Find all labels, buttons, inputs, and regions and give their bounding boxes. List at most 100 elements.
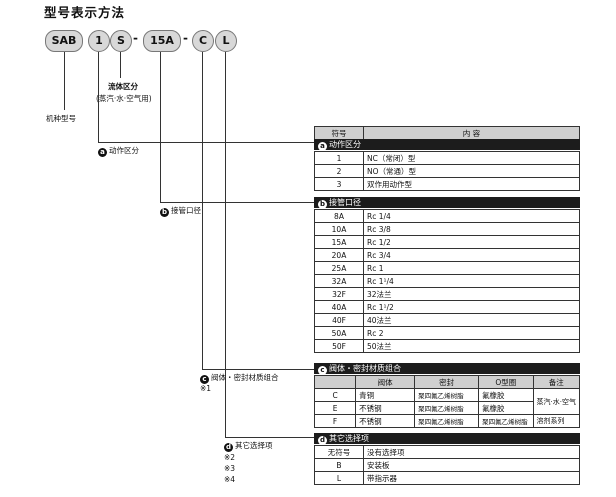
badge-a-icon: a	[318, 142, 327, 151]
cell-body: 青铜	[355, 388, 416, 402]
code-part-model: SAB	[45, 30, 83, 52]
cell-content: 带指示器	[363, 471, 580, 485]
cell-symbol: 50A	[314, 326, 364, 340]
connector-line	[225, 437, 314, 438]
badge-c-icon: c	[200, 375, 209, 384]
table-row: 无符号没有选择项	[314, 445, 580, 459]
cell-seal: 聚四氟乙烯树脂	[414, 414, 480, 428]
cell-symbol: 40A	[314, 300, 364, 314]
code-part-material: C	[192, 30, 214, 52]
cell-symbol: 无符号	[314, 445, 364, 459]
label-b-text: 接管口径	[171, 206, 201, 215]
connector-line	[160, 202, 314, 203]
cell-content: Rc 3/8	[363, 222, 580, 236]
code-part-fluid: S	[110, 30, 132, 52]
cell-symbol: 50F	[314, 339, 364, 353]
cell-content: 50法兰	[363, 339, 580, 353]
badge-b-icon: b	[160, 208, 169, 217]
cell-content: Rc 1¹/2	[363, 300, 580, 314]
note-d: ※4	[224, 475, 236, 484]
cell-symbol: 3	[314, 177, 364, 191]
connector-line	[160, 52, 161, 202]
section-b-title: 接管口径	[329, 198, 361, 207]
badge-d-icon: d	[318, 436, 327, 445]
cell-oring: 聚四氟乙烯树脂	[478, 414, 534, 428]
cell-content: Rc 2	[363, 326, 580, 340]
fluid-sub-label: (蒸汽·水·空气用)	[96, 94, 152, 103]
cell-body: 不锈钢	[355, 414, 416, 428]
cell-symbol: 1	[314, 151, 364, 165]
cell-note: 溶剂系列	[532, 414, 581, 428]
page-title: 型号表示方法	[44, 5, 126, 20]
code-dash: -	[133, 31, 138, 45]
badge-c-icon: c	[318, 366, 327, 375]
cell-content: Rc 1/2	[363, 235, 580, 249]
cell-content: 双作用动作型	[363, 177, 580, 191]
model-code-label: 机种型号	[46, 114, 76, 123]
code-dash: -	[183, 31, 188, 45]
header-oring: O型圈	[478, 375, 534, 389]
header-blank	[313, 375, 357, 389]
header-seal: 密封	[414, 375, 480, 389]
cell-body: 不锈钢	[355, 401, 416, 415]
cell-content: 32法兰	[363, 287, 580, 301]
cell-symbol: 15A	[314, 235, 364, 249]
header-symbol: 符号	[314, 126, 364, 140]
cell-content: 没有选择项	[363, 445, 580, 459]
connector-line	[202, 369, 314, 370]
code-part-action: 1	[88, 30, 110, 52]
cell-symbol: 2	[314, 164, 364, 178]
cell-seal: 聚四氟乙烯树脂	[414, 388, 480, 402]
cell-note: 蒸汽·水·空气	[532, 388, 581, 415]
badge-b-icon: b	[318, 200, 327, 209]
table-row: F 不锈钢 聚四氟乙烯树脂 聚四氟乙烯树脂 溶剂系列	[313, 414, 581, 428]
connector-line	[98, 142, 314, 143]
cell-oring: 氟橡胶	[478, 401, 534, 415]
connector-line	[64, 52, 65, 110]
badge-a-icon: a	[98, 148, 107, 157]
table-row: E 不锈钢 聚四氟乙烯树脂 氟橡胶	[313, 401, 580, 415]
cell-content: Rc 3/4	[363, 248, 580, 262]
header-body: 阀体	[355, 375, 416, 389]
label-c-text: 阀体・密封材质组合	[211, 373, 279, 382]
cell-content: 安装板	[363, 458, 580, 472]
code-part-size: 15A	[143, 30, 181, 52]
note-d: ※3	[224, 464, 236, 473]
cell-symbol: E	[313, 401, 357, 415]
cell-symbol: 32F	[314, 287, 364, 301]
fluid-label: 流体区分	[108, 82, 138, 91]
section-d-title: 其它选择项	[329, 434, 369, 443]
connector-line	[202, 52, 203, 369]
header-note: 备注	[532, 375, 581, 389]
cell-content: NC（常闭）型	[363, 151, 580, 165]
header-content: 内 容	[363, 126, 580, 140]
cell-symbol: 20A	[314, 248, 364, 262]
cell-oring: 氟橡胶	[478, 388, 534, 402]
cell-symbol: 40F	[314, 313, 364, 327]
badge-d-icon: d	[224, 443, 233, 452]
cell-symbol: 32A	[314, 274, 364, 288]
table-header: 符号 内 容	[314, 126, 580, 140]
section-a-title: 动作区分	[329, 140, 361, 149]
section-c-title: 阀体・密封材质组合	[329, 364, 401, 373]
